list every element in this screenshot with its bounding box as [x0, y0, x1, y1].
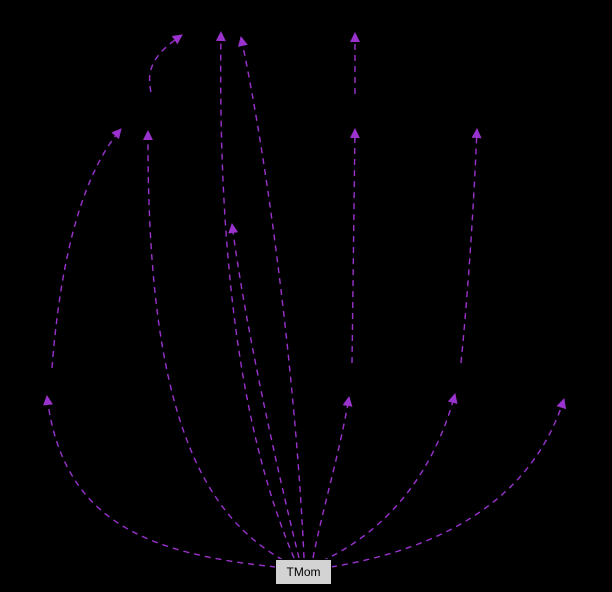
edge-tmom-to-left-node [43, 395, 277, 568]
edge-tmom-to-far-right-node [330, 398, 567, 568]
edge-tmom-to-midleft-node [142, 130, 284, 561]
node-tmom-label: TMom [286, 565, 321, 579]
edge-tmom-to-top-center-node-2 [237, 36, 305, 559]
edge-tmom-to-mid-center-node [228, 223, 300, 559]
edge-tmom-to-lower-center-node [312, 396, 353, 559]
edge-tmom-to-lower-right-node [321, 393, 458, 562]
edge-lower-right-to-upper-right [460, 128, 482, 364]
node-tmom[interactable]: TMom [275, 559, 332, 585]
edge-left-node-to-upperleft-node [51, 128, 122, 369]
edge-lower-center-to-mid-node [349, 128, 360, 364]
edge-tmom-to-top-center-node [215, 31, 295, 559]
edge-midleft-node-to-top-node [148, 34, 183, 93]
